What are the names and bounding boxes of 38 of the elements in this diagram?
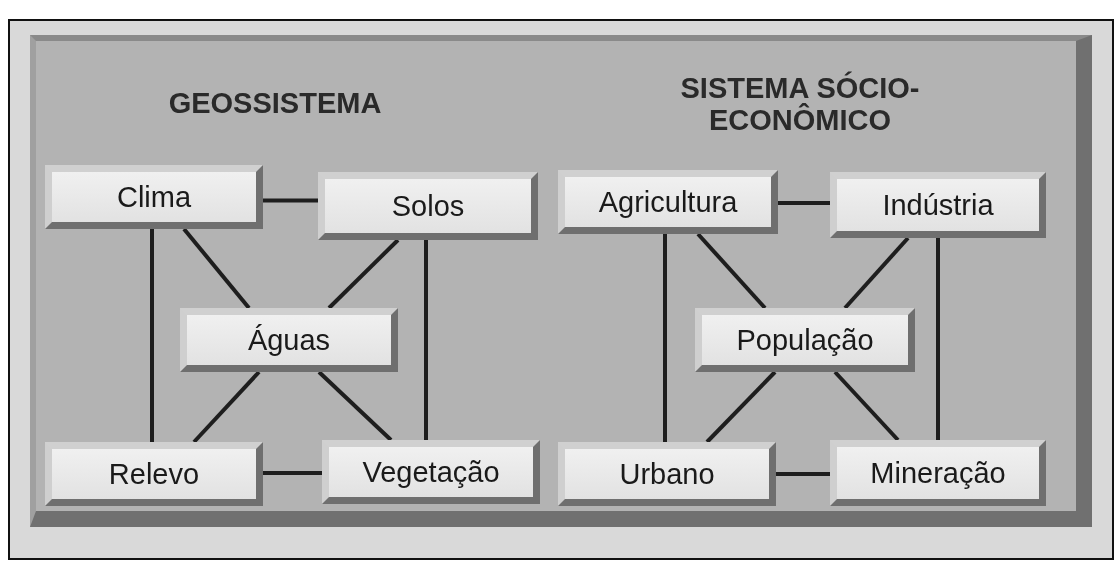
- connector-line: [705, 370, 777, 444]
- connector-line: [936, 238, 940, 440]
- element-box: [830, 172, 1046, 238]
- box-label: Solos: [391, 189, 465, 223]
- connector-line: [663, 234, 667, 442]
- element-box: [558, 170, 778, 234]
- connector-line: [424, 240, 428, 440]
- connector-line: [327, 238, 400, 310]
- connector-line: [150, 229, 154, 442]
- box-label: Clima: [116, 180, 192, 214]
- element-box: [322, 440, 540, 504]
- box-label: Mineração: [870, 456, 1006, 490]
- element-box: [830, 440, 1046, 506]
- element-box: [558, 442, 776, 506]
- connector-line: [263, 471, 322, 475]
- element-box: [318, 172, 538, 240]
- connector-line: [192, 370, 261, 444]
- box-label: Agricultura: [598, 185, 738, 219]
- connector-line: [696, 232, 767, 310]
- box-label: Águas: [247, 323, 331, 357]
- box-label: Indústria: [882, 188, 994, 222]
- box-label: Vegetação: [362, 455, 500, 489]
- section-heading: SISTEMA SÓCIO-ECONÔMICO: [679, 73, 921, 137]
- section-heading: GEOSSISTEMA: [167, 88, 383, 120]
- box-label: Urbano: [619, 457, 715, 491]
- connector-line: [182, 227, 251, 310]
- connector-line: [263, 198, 318, 203]
- element-box: [695, 308, 915, 372]
- element-box: [45, 165, 263, 229]
- element-box: [45, 442, 263, 506]
- box-label: Relevo: [108, 457, 200, 491]
- box-label: População: [736, 323, 874, 357]
- element-box: [180, 308, 398, 372]
- connector-line: [843, 236, 910, 310]
- connector-line: [317, 370, 393, 442]
- connector-line: [776, 472, 830, 476]
- connector-line: [778, 201, 830, 205]
- connector-line: [833, 370, 900, 442]
